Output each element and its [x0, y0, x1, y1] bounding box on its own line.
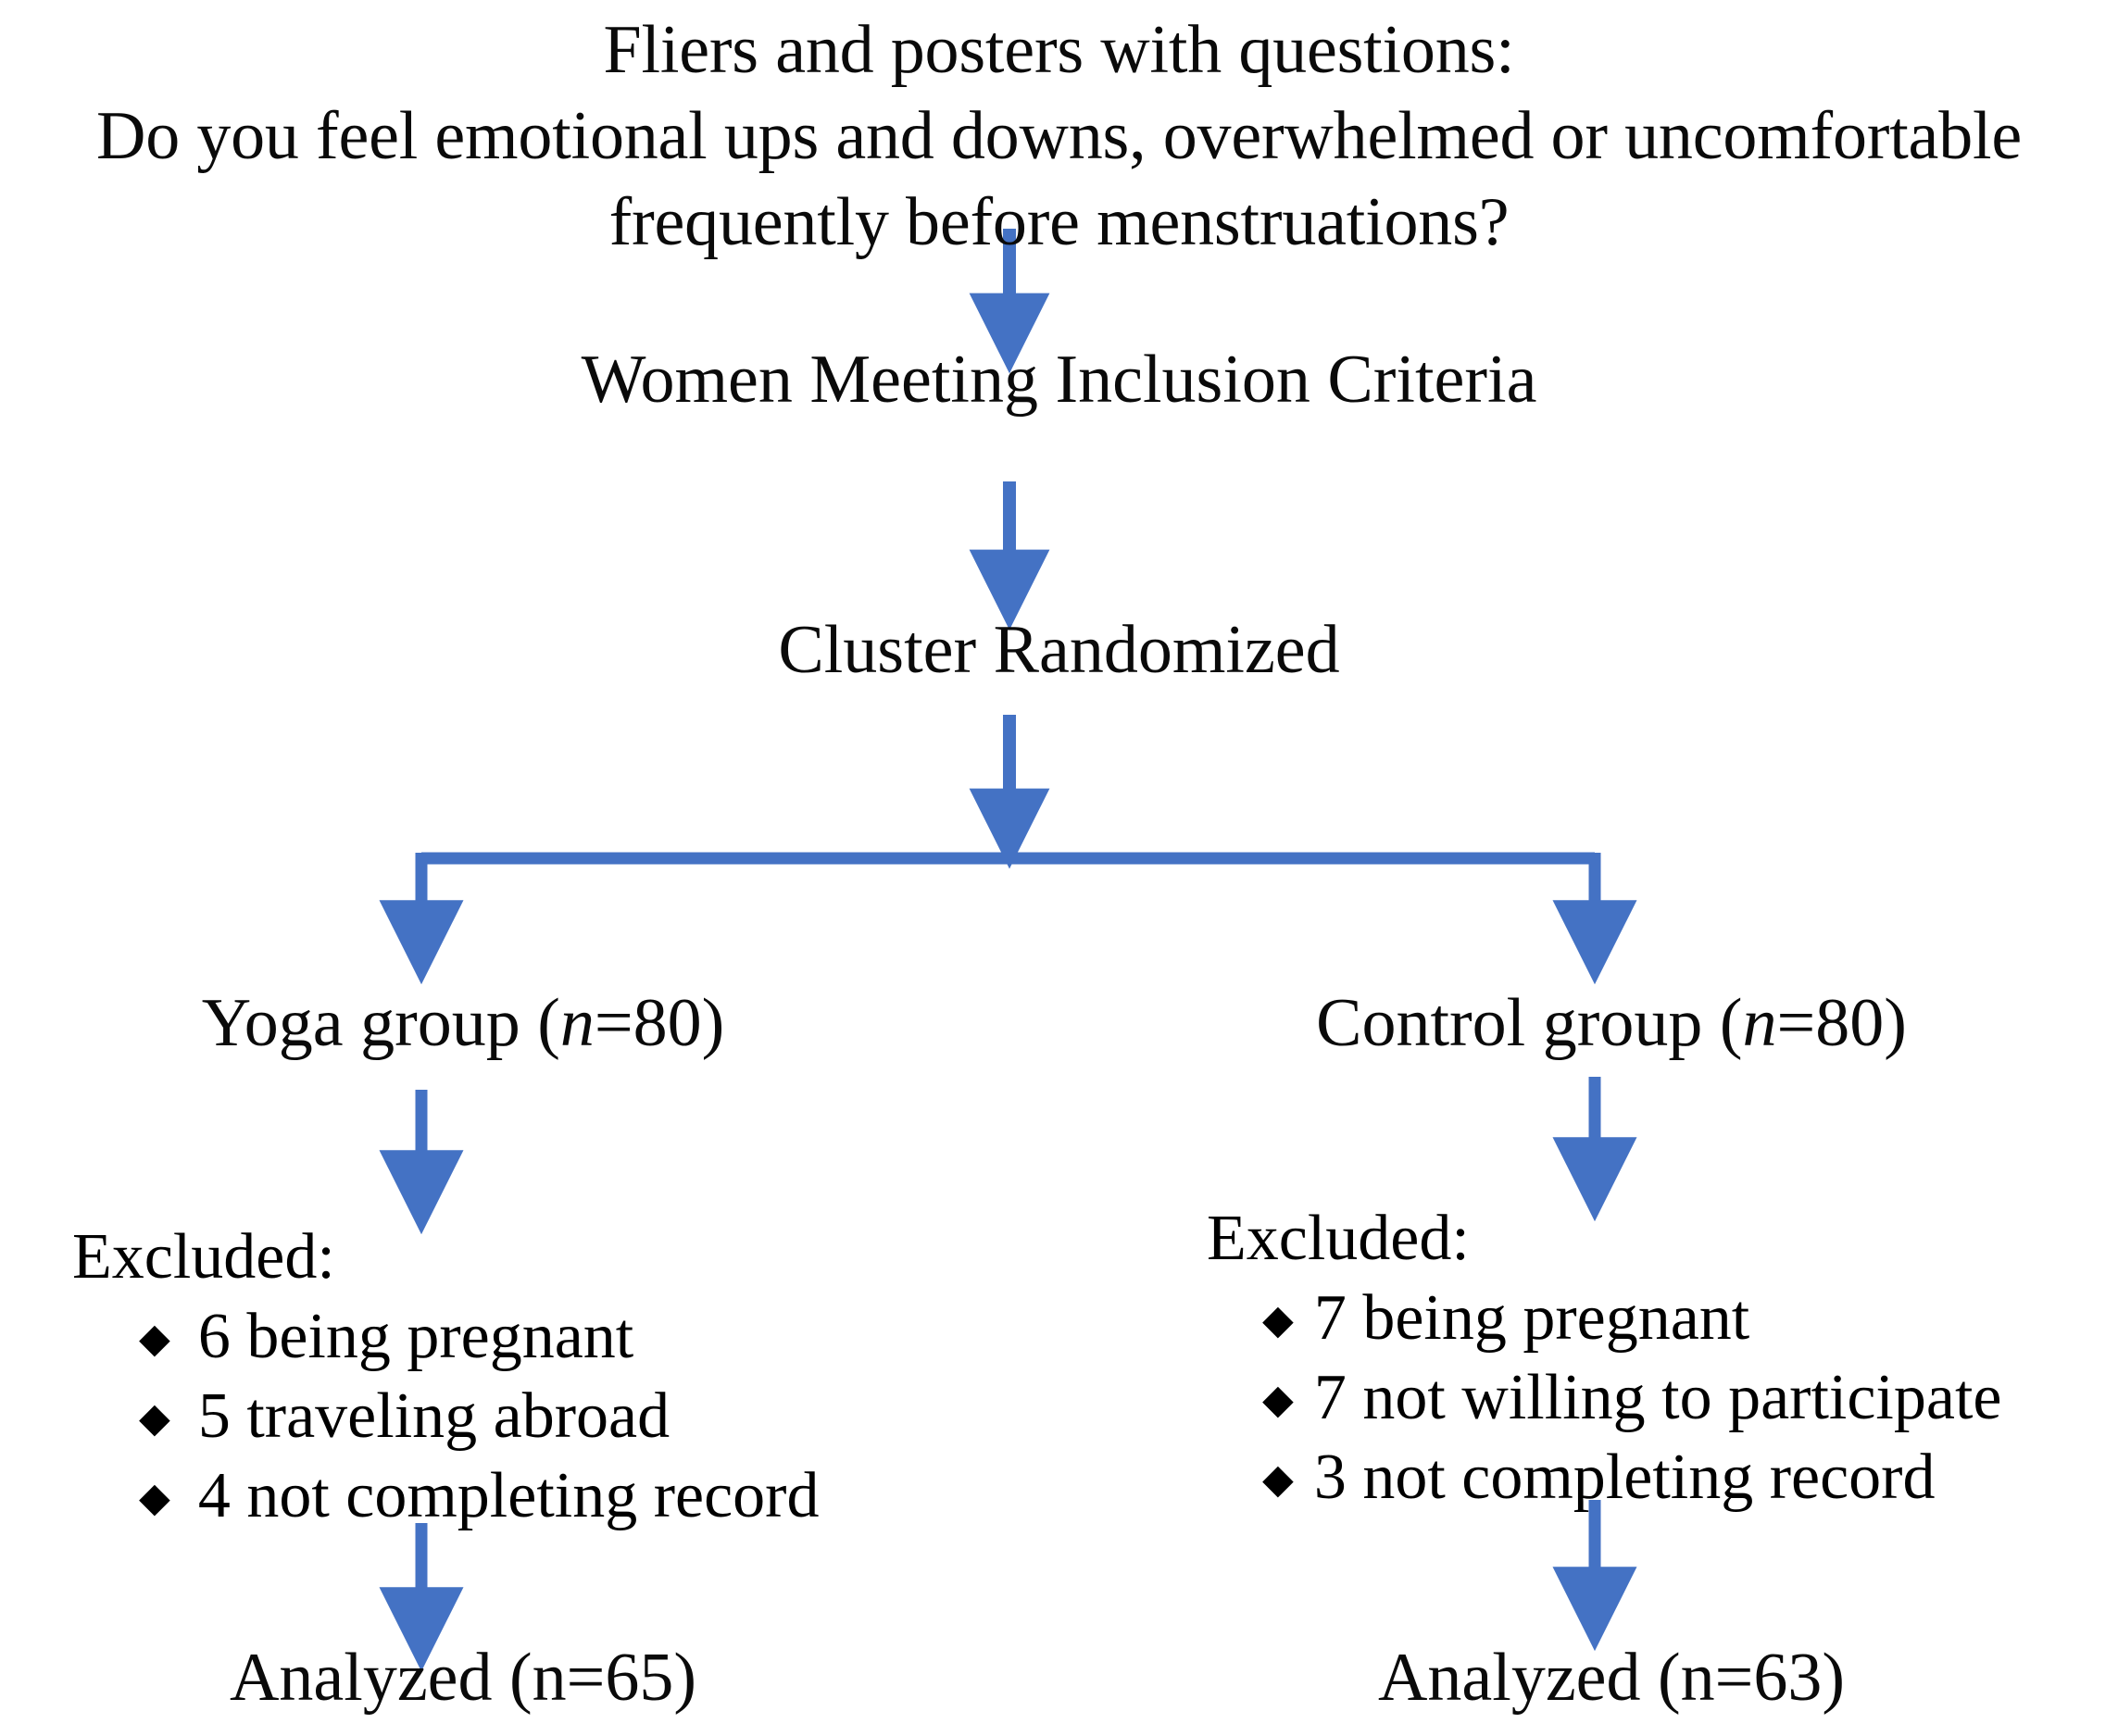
diamond-bullet-icon: ◆ — [139, 1475, 170, 1520]
yoga-group-node: Yoga group (n=80) — [56, 984, 871, 1063]
yoga-group-n-symbol: n — [559, 985, 595, 1061]
diamond-bullet-icon: ◆ — [1262, 1456, 1294, 1502]
inclusion-criteria-node: Women Meeting Inclusion Criteria — [581, 342, 1537, 418]
excluded-yoga-reason-1: 6 being pregnant — [197, 1301, 634, 1372]
excluded-yoga-list: ◆ 6 being pregnant ◆ 5 traveling abroad … — [72, 1300, 1091, 1533]
yoga-group-prefix: Yoga group ( — [201, 985, 560, 1061]
list-item: ◆ 3 not completing record — [1207, 1441, 2118, 1515]
list-item: ◆ 7 not willing to participate — [1207, 1361, 2118, 1435]
control-group-n-symbol: n — [1742, 985, 1777, 1061]
diamond-bullet-icon: ◆ — [139, 1316, 170, 1361]
analyzed-yoga-node: Analyzed (n=65) — [229, 1640, 697, 1716]
yoga-group-suffix: =80) — [594, 985, 725, 1061]
excluded-yoga-title: Excluded: — [72, 1221, 335, 1293]
list-item: ◆ 6 being pregnant — [72, 1300, 1091, 1374]
control-group-prefix: Control group ( — [1316, 985, 1743, 1061]
diamond-bullet-icon: ◆ — [139, 1395, 170, 1441]
analyzed-control-node: Analyzed (n=63) — [1377, 1640, 1846, 1716]
excluded-control-list: ◆ 7 being pregnant ◆ 7 not willing to pa… — [1207, 1281, 2118, 1515]
control-group-suffix: =80) — [1776, 985, 1907, 1061]
excluded-yoga-reason-2: 5 traveling abroad — [197, 1380, 670, 1452]
list-item: ◆ 7 being pregnant — [1207, 1281, 2118, 1355]
cluster-randomized-node: Cluster Randomized — [778, 612, 1340, 688]
excluded-control-reason-2: 7 not willing to participate — [1313, 1362, 2002, 1433]
list-item: ◆ 4 not completing record — [72, 1459, 1091, 1533]
excluded-yoga-node: Excluded: ◆ 6 being pregnant ◆ 5 traveli… — [72, 1220, 1091, 1539]
excluded-control-node: Excluded: ◆ 7 being pregnant ◆ 7 not wil… — [1207, 1202, 2118, 1520]
recruitment-node: Fliers and posters with questions: Do yo… — [95, 12, 2023, 261]
excluded-control-reason-3: 3 not completing record — [1313, 1442, 1936, 1513]
excluded-yoga-reason-3: 4 not completing record — [197, 1460, 820, 1531]
diamond-bullet-icon: ◆ — [1262, 1377, 1294, 1422]
list-item: ◆ 5 traveling abroad — [72, 1380, 1091, 1454]
excluded-control-title: Excluded: — [1207, 1203, 1470, 1274]
excluded-control-reason-1: 7 being pregnant — [1313, 1282, 1750, 1354]
diamond-bullet-icon: ◆ — [1262, 1297, 1294, 1343]
control-group-node: Control group (n=80) — [1204, 984, 2019, 1063]
